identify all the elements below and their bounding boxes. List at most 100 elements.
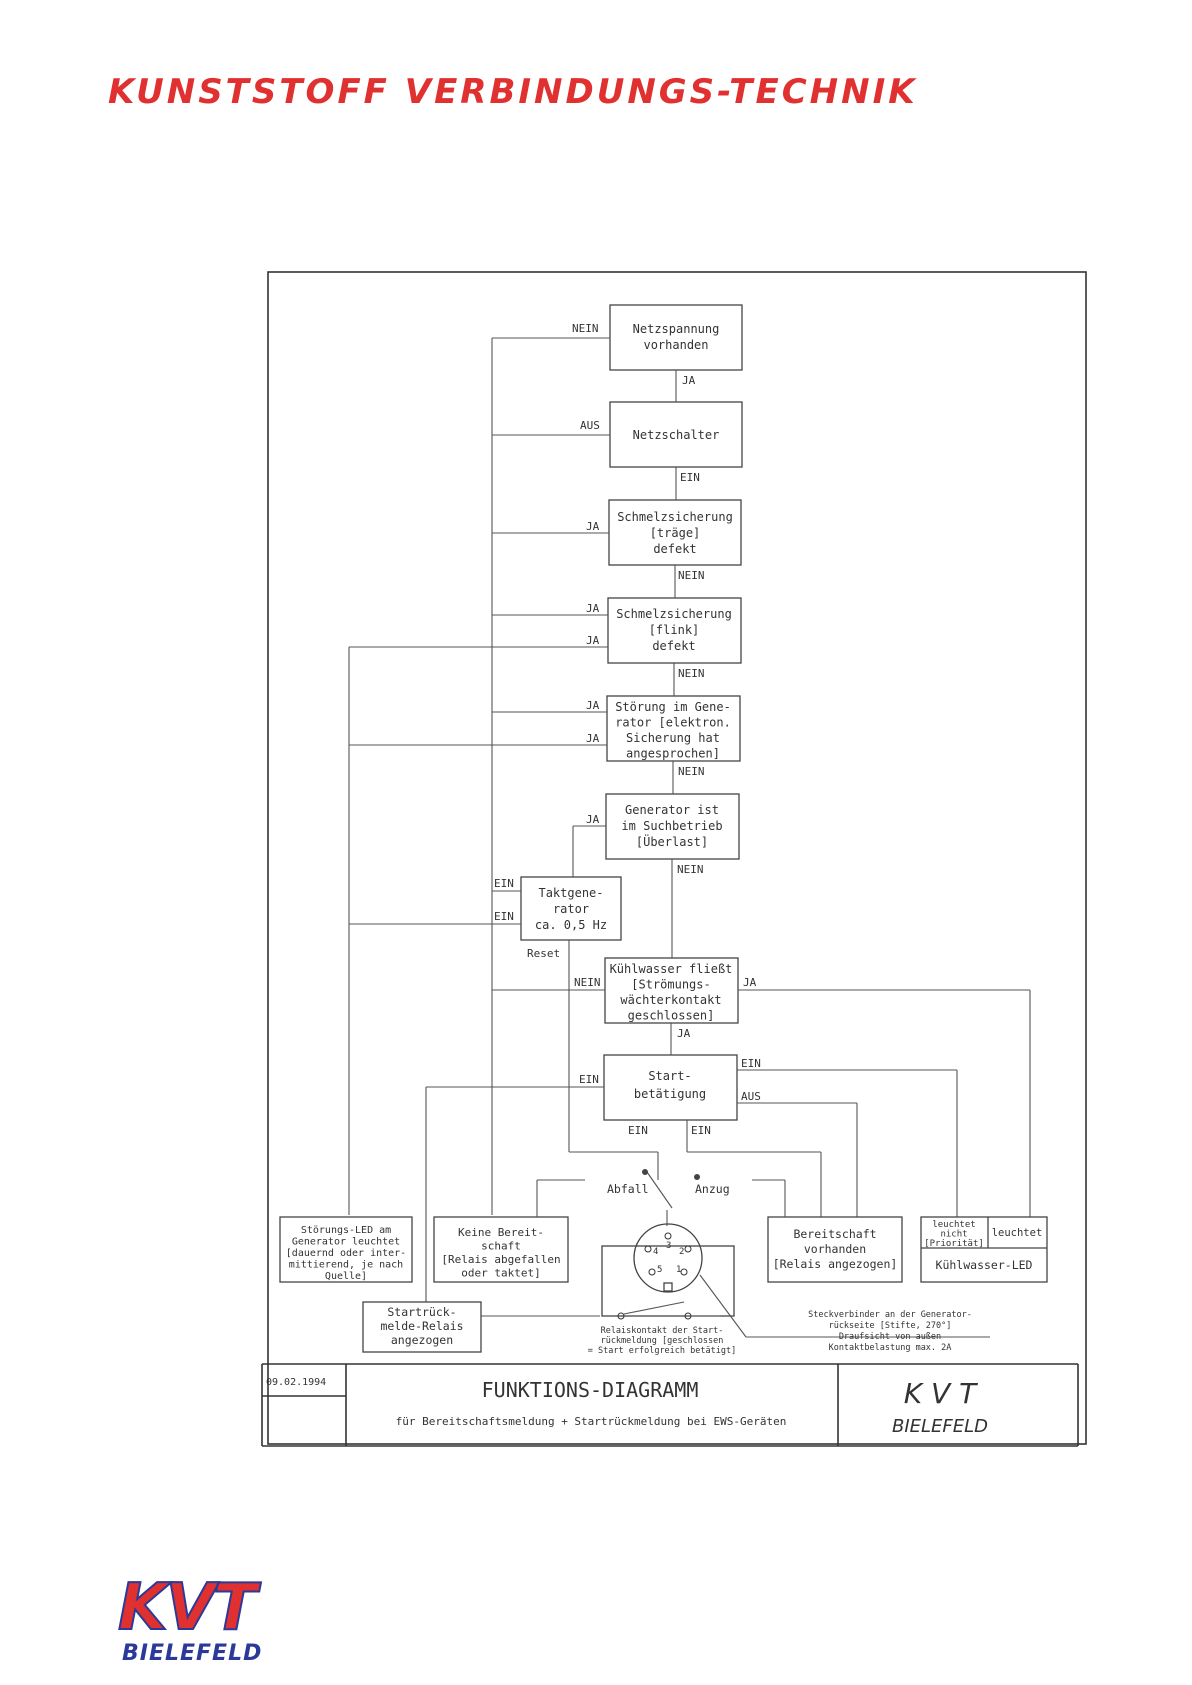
text-line: Generator leuchtet <box>292 1237 400 1248</box>
label-nein-1: NEIN <box>572 322 599 335</box>
text-line: [flink] <box>649 623 700 637</box>
tb-brand: K V T <box>904 1377 978 1410</box>
text-line: schaft <box>481 1240 521 1253</box>
text-schmelz-flink: Schmelzsicherung [flink] defekt <box>616 607 732 653</box>
label-ja-1: JA <box>682 374 696 387</box>
text-netzschalter: Netzschalter <box>633 428 720 442</box>
text-line: Störung im Gene- <box>615 700 731 714</box>
tb-city: BIELEFELD <box>892 1416 988 1437</box>
text-taktgenerator: Taktgene-rator ca. 0,5 Hz <box>535 886 607 932</box>
box-kuehl-led <box>920 1216 1048 1283</box>
box-stoerungs-led <box>279 1216 413 1283</box>
text-line: Keine Bereit- <box>458 1226 544 1239</box>
header-logo: KUNSTSTOFF VERBINDUNGS-TECHNIK <box>108 72 1076 112</box>
footer-city: BIELEFELD <box>122 1641 263 1666</box>
text-line: angezogen <box>391 1333 453 1347</box>
text-line: wächterkontakt <box>620 993 721 1007</box>
text-line: rückseite [Stifte, 270°] <box>829 1321 952 1331</box>
text-line: melde-Relais <box>380 1319 463 1333</box>
footer-brand: KVT <box>117 1571 258 1645</box>
text-line: Steckverbinder an der Generator- <box>808 1310 972 1320</box>
tb-date: 09.02.1994 <box>266 1377 326 1388</box>
text-line: [träge] <box>650 526 701 540</box>
label-ja-6: JA <box>586 732 600 745</box>
text-line: vorhanden <box>804 1242 866 1256</box>
label-nein-4: NEIN <box>678 765 705 778</box>
label-ein-2: EIN <box>494 877 514 890</box>
label-aus-2: AUS <box>741 1090 761 1103</box>
label-ja-8: JA <box>743 976 757 989</box>
label-aus-1: AUS <box>580 419 600 432</box>
label-nein-5: NEIN <box>677 863 704 876</box>
connector-plug <box>633 1223 703 1293</box>
label-ein-5: EIN <box>579 1073 599 1086</box>
text-startbetaetigung: Start-betätigung <box>634 1069 706 1101</box>
text-line: defekt <box>652 639 695 653</box>
text-line: angesprochen] <box>626 747 720 761</box>
text-line: [Relais abgefallen <box>441 1253 560 1266</box>
text-line: leuchtet <box>932 1220 975 1230</box>
label-ein-6: EIN <box>628 1124 648 1137</box>
label-ein-1: EIN <box>680 471 700 484</box>
text-line: Netzschalter <box>633 428 720 442</box>
text-kuehl-led-ja: leuchtet <box>992 1227 1043 1239</box>
pin-3: 3 <box>666 1241 671 1251</box>
text-line: Kontaktbelastung max. 2A <box>829 1343 952 1353</box>
text-line: Taktgene- <box>538 886 603 900</box>
tb-subtitle: für Bereitschaftsmeldung + Startrückmeld… <box>396 1415 787 1428</box>
note-relais: Relaiskontakt der Start-rückmeldung [ges… <box>588 1326 736 1356</box>
label-ein-4: EIN <box>741 1057 761 1070</box>
text-line: rückmeldung [geschlossen <box>601 1336 724 1346</box>
text-line: [Strömungs- <box>631 978 710 992</box>
note-stecker: Steckverbinder an der Generator-rückseit… <box>808 1310 972 1353</box>
text-line: rator [elektron. <box>615 716 731 730</box>
text-line: Bereitschaft <box>793 1227 876 1241</box>
text-line: Sicherung hat <box>626 731 720 745</box>
text-line: Schmelzsicherung <box>617 510 733 524</box>
text-line: Start- <box>648 1069 691 1083</box>
label-ein-3: EIN <box>494 910 514 923</box>
label-reset: Reset <box>527 947 560 960</box>
text-line: geschlossen] <box>628 1009 715 1023</box>
box-bereitschaft <box>767 1216 903 1283</box>
label-ein-7: EIN <box>691 1124 711 1137</box>
text-line: oder taktet] <box>461 1267 540 1280</box>
label-ja-5: JA <box>586 699 600 712</box>
text-line: leuchtet <box>992 1227 1043 1239</box>
label-ja-3: JA <box>586 602 600 615</box>
text-stoerung: Störung im Gene-rator [elektron.Sicherun… <box>615 700 731 761</box>
text-line: Netzspannung <box>633 322 720 336</box>
text-line: Startrück- <box>387 1305 456 1319</box>
label-ja-2: JA <box>586 520 600 533</box>
text-line: Generator ist <box>625 803 719 817</box>
text-line: betätigung <box>634 1087 706 1101</box>
text-line: mittierend, je nach <box>289 1260 403 1271</box>
text-line: nicht <box>940 1230 967 1240</box>
text-line: ca. 0,5 Hz <box>535 918 607 932</box>
label-nein-2: NEIN <box>678 569 705 582</box>
text-schmelz-traege: Schmelzsicherung [träge] defekt <box>617 510 733 556</box>
text-kuehl-led-label: Kühlwasser-LED <box>936 1258 1033 1272</box>
text-line: Schmelzsicherung <box>616 607 732 621</box>
label-nein-3: NEIN <box>678 667 705 680</box>
text-line: Quelle] <box>325 1271 367 1282</box>
text-line: defekt <box>653 542 696 556</box>
box-keine-bereitschaft <box>433 1216 569 1283</box>
box-startrueck-relais <box>362 1301 482 1353</box>
footer-logo: KVT BIELEFELD <box>117 1571 318 1675</box>
text-line: Draufsicht von außen <box>839 1332 941 1342</box>
pin-1: 1 <box>676 1265 681 1275</box>
text-line: [dauernd oder inter- <box>286 1248 406 1259</box>
text-kuehlwasser: Kühlwasser fließt[Strömungs-wächterkonta… <box>610 962 733 1023</box>
text-line: im Suchbetrieb <box>621 819 722 833</box>
box-taktgenerator <box>520 876 622 941</box>
diagram-frame <box>267 271 1087 1445</box>
label-ja-4: JA <box>586 634 600 647</box>
text-line: rator <box>553 902 589 916</box>
pin-4: 4 <box>653 1247 658 1257</box>
